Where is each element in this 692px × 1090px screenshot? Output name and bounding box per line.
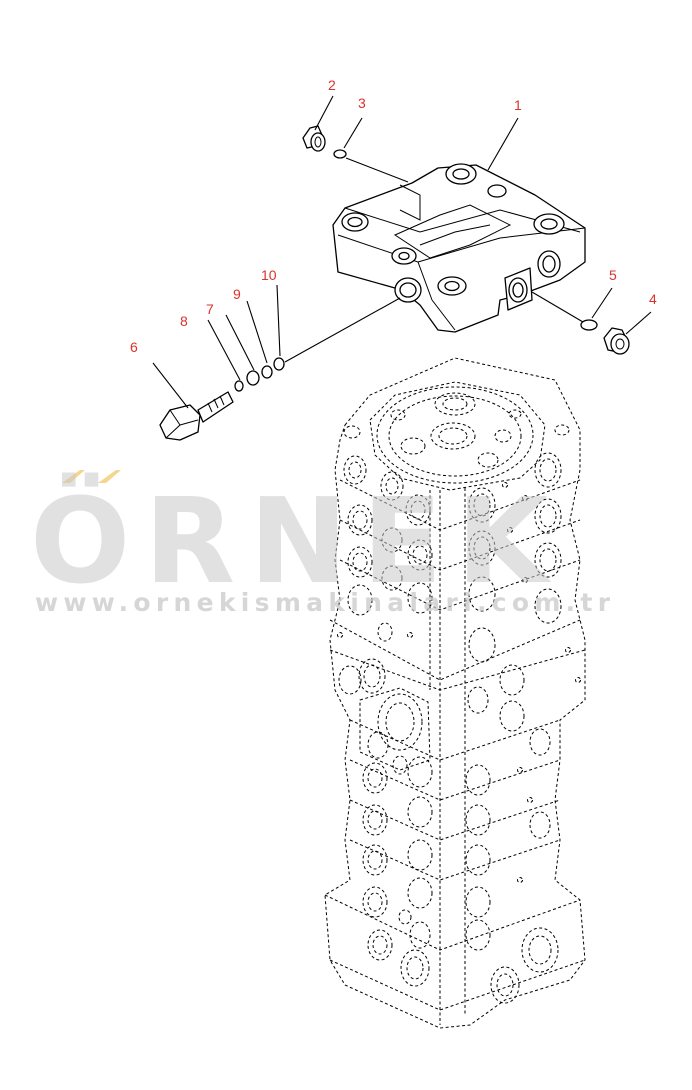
part-6-bolt <box>159 391 234 441</box>
callout-4: 4 <box>649 291 657 307</box>
watermark-accent-right <box>98 470 121 483</box>
leader-lines <box>152 95 652 409</box>
part-7-washer <box>234 380 244 392</box>
callout-3: 3 <box>358 95 366 111</box>
callout-9: 9 <box>233 286 241 302</box>
part-4-plug <box>603 327 630 355</box>
callouts: 1 2 3 4 5 6 7 8 9 10 <box>130 77 657 355</box>
valve-body <box>324 357 586 1029</box>
part-3-o-ring <box>333 149 347 159</box>
callout-5: 5 <box>609 267 617 283</box>
part-9-o-ring <box>261 365 273 379</box>
watermark-accent-left <box>62 470 85 483</box>
part-10-o-ring <box>273 357 285 371</box>
part-8-washer <box>246 370 260 386</box>
assembly-lines <box>284 157 584 363</box>
callout-7: 7 <box>206 301 214 317</box>
watermark-brand: ÖRNEK <box>30 472 562 610</box>
callout-1: 1 <box>514 97 522 113</box>
callout-2: 2 <box>328 77 336 93</box>
callout-6: 6 <box>130 339 138 355</box>
part-1-cover <box>332 163 586 333</box>
callout-10: 10 <box>261 267 277 283</box>
part-5-o-ring <box>580 319 598 331</box>
watermark-url: www.ornekismakinalari.com.tr <box>35 588 615 617</box>
watermark: ÖRNEK www.ornekismakinalari.com.tr <box>30 470 615 617</box>
callout-8: 8 <box>180 313 188 329</box>
part-2-plug <box>302 125 326 152</box>
